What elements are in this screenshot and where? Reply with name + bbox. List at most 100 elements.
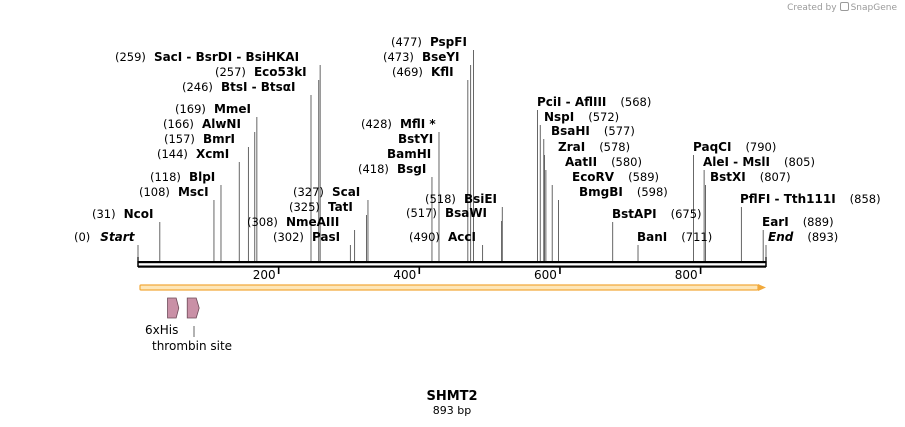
svg-text:BstXI(807): BstXI(807) [710, 170, 791, 184]
credit-watermark: Created by SnapGene [787, 2, 897, 13]
site-end[interactable]: End(893) [768, 230, 838, 244]
tick-label: 400 [393, 268, 416, 282]
svg-text:BsaHI(577): BsaHI(577) [551, 124, 635, 138]
site-eco53ki[interactable]: (257)Eco53kI [215, 65, 307, 79]
site-paqci[interactable]: PaqCI(790) [693, 140, 776, 154]
site-bani[interactable]: BanI(711) [637, 230, 712, 244]
svg-text:(157)BmrI: (157)BmrI [164, 132, 235, 146]
scale-ticks: 200 400 600 800 [253, 267, 702, 282]
svg-text:(144)XcmI: (144)XcmI [157, 147, 229, 161]
svg-text:BstAPI(675): BstAPI(675) [612, 207, 702, 221]
feature-thrombin[interactable] [186, 297, 200, 319]
tick-label: 800 [675, 268, 698, 282]
svg-text:PaqCI(790): PaqCI(790) [693, 140, 776, 154]
site-pcii[interactable]: PciI - AflIII(568) [537, 95, 651, 109]
site-pasi[interactable]: (302)PasI [273, 230, 340, 244]
site-blpi[interactable]: (118)BlpI [150, 170, 215, 184]
site-start[interactable]: (0)Start [74, 230, 136, 244]
svg-text:(118)BlpI: (118)BlpI [150, 170, 215, 184]
site-bsawi[interactable]: (517)BsaWI [406, 206, 487, 220]
site-ncoi[interactable]: (31)NcoI [92, 207, 153, 221]
svg-text:(259)SacI - BsrDI - BsiHKA: (259)SacI - BsrDI - BsiHKAI [115, 50, 299, 64]
tick-label: 600 [534, 268, 557, 282]
svg-text:(517)BsaWI: (517)BsaWI [406, 206, 487, 220]
site-bsgi[interactable]: (418)BsgI [358, 162, 426, 176]
site-tati[interactable]: (325)TatI [289, 200, 353, 214]
site-alei[interactable]: AleI - MslI(805) [703, 155, 815, 169]
svg-text:EcoRV(589): EcoRV(589) [572, 170, 659, 184]
svg-text:(518)BsiEI: (518)BsiEI [425, 192, 497, 206]
site-scai[interactable]: (327)ScaI [293, 185, 360, 199]
site-leader-lines [137, 50, 767, 261]
site-bmri[interactable]: (157)BmrI [164, 132, 235, 146]
feature-label-6xhis: 6xHis [145, 323, 178, 337]
site-bstyi[interactable]: BstYI [398, 132, 433, 146]
svg-text:ZraI(578): ZraI(578) [558, 140, 630, 154]
site-bsahi[interactable]: BsaHI(577) [551, 124, 635, 138]
svg-text:(257)Eco53kI: (257)Eco53kI [215, 65, 307, 79]
site-mmei[interactable]: (169)MmeI [175, 102, 251, 116]
svg-text:(0)Start: (0)Start [74, 230, 136, 244]
site-nspi[interactable]: NspI(572) [544, 110, 619, 124]
svg-text:(108)MscI: (108)MscI [139, 185, 209, 199]
svg-text:(473)BseYI: (473)BseYI [383, 50, 460, 64]
svg-text:NspI(572): NspI(572) [544, 110, 619, 124]
credit-brand: SnapGene [850, 3, 897, 13]
credit-prefix: Created by [787, 3, 837, 13]
site-mfli[interactable]: (428)MflI * [361, 117, 436, 131]
feature-label-thrombin: thrombin site [152, 339, 232, 353]
restriction-sites: (0)Start (31)NcoI (108)MscI (118)BlpI (1… [74, 35, 881, 244]
svg-text:(246)BtsI - BtsαI: (246)BtsI - BtsαI [182, 80, 296, 94]
site-kfli[interactable]: (469)KflI [392, 65, 454, 79]
orf-arrow[interactable] [139, 284, 766, 291]
sequence-name: SHMT2 [426, 389, 477, 404]
site-zrai[interactable]: ZraI(578) [558, 140, 630, 154]
svg-text:(31)NcoI: (31)NcoI [92, 207, 153, 221]
site-aatii[interactable]: AatII(580) [565, 155, 642, 169]
svg-text:(325)TatI: (325)TatI [289, 200, 353, 214]
site-eari[interactable]: EarI(889) [762, 215, 834, 229]
site-pspfi[interactable]: (477)PspFI [391, 35, 467, 49]
svg-text:AatII(580): AatII(580) [565, 155, 642, 169]
tick-label: 200 [253, 268, 276, 282]
svg-text:EarI(889): EarI(889) [762, 215, 834, 229]
svg-text:(302)PasI: (302)PasI [273, 230, 340, 244]
site-msci[interactable]: (108)MscI [139, 185, 209, 199]
site-bsiei[interactable]: (518)BsiEI [425, 192, 497, 206]
svg-text:(477)PspFI: (477)PspFI [391, 35, 467, 49]
svg-text:(418)BsgI: (418)BsgI [358, 162, 426, 176]
svg-text:End(893): End(893) [768, 230, 838, 244]
dna-backbone [137, 257, 767, 268]
svg-text:BmgBI(598): BmgBI(598) [579, 185, 668, 199]
site-bmgbi[interactable]: BmgBI(598) [579, 185, 668, 199]
site-bamhi[interactable]: BamHI [387, 147, 431, 161]
svg-text:PflFI - Tth111I(858): PflFI - Tth111I(858) [740, 192, 881, 206]
site-alwni[interactable]: (166)AlwNI [163, 117, 241, 131]
site-bseyi[interactable]: (473)BseYI [383, 50, 460, 64]
svg-text:(327)ScaI: (327)ScaI [293, 185, 360, 199]
svg-text:(428)MflI *: (428)MflI * [361, 117, 436, 131]
svg-text:(169)MmeI: (169)MmeI [175, 102, 251, 116]
site-ecorv[interactable]: EcoRV(589) [572, 170, 659, 184]
site-xcmi[interactable]: (144)XcmI [157, 147, 229, 161]
site-bstxi[interactable]: BstXI(807) [710, 170, 791, 184]
site-pflfi[interactable]: PflFI - Tth111I(858) [740, 192, 881, 206]
site-nmeaiii[interactable]: (308)NmeAIII [247, 215, 339, 229]
sequence-length: 893 bp [433, 404, 471, 417]
svg-text:BstYI: BstYI [398, 132, 433, 146]
snapgene-logo-icon [839, 2, 849, 11]
feature-6xhis[interactable] [167, 297, 180, 319]
svg-text:(490)AccI: (490)AccI [409, 230, 476, 244]
svg-text:AleI - MslI(805): AleI - MslI(805) [703, 155, 815, 169]
svg-text:(469)KflI: (469)KflI [392, 65, 454, 79]
site-bstapi[interactable]: BstAPI(675) [612, 207, 702, 221]
features [167, 297, 200, 319]
site-btsi[interactable]: (246)BtsI - BtsαI [182, 80, 296, 94]
svg-text:(166)AlwNI: (166)AlwNI [163, 117, 241, 131]
site-saci[interactable]: (259)SacI - BsrDI - BsiHKAI [115, 50, 299, 64]
svg-text:(308)NmeAIII: (308)NmeAIII [247, 215, 339, 229]
site-acci[interactable]: (490)AccI [409, 230, 476, 244]
svg-text:BanI(711): BanI(711) [637, 230, 712, 244]
svg-text:BamHI: BamHI [387, 147, 431, 161]
